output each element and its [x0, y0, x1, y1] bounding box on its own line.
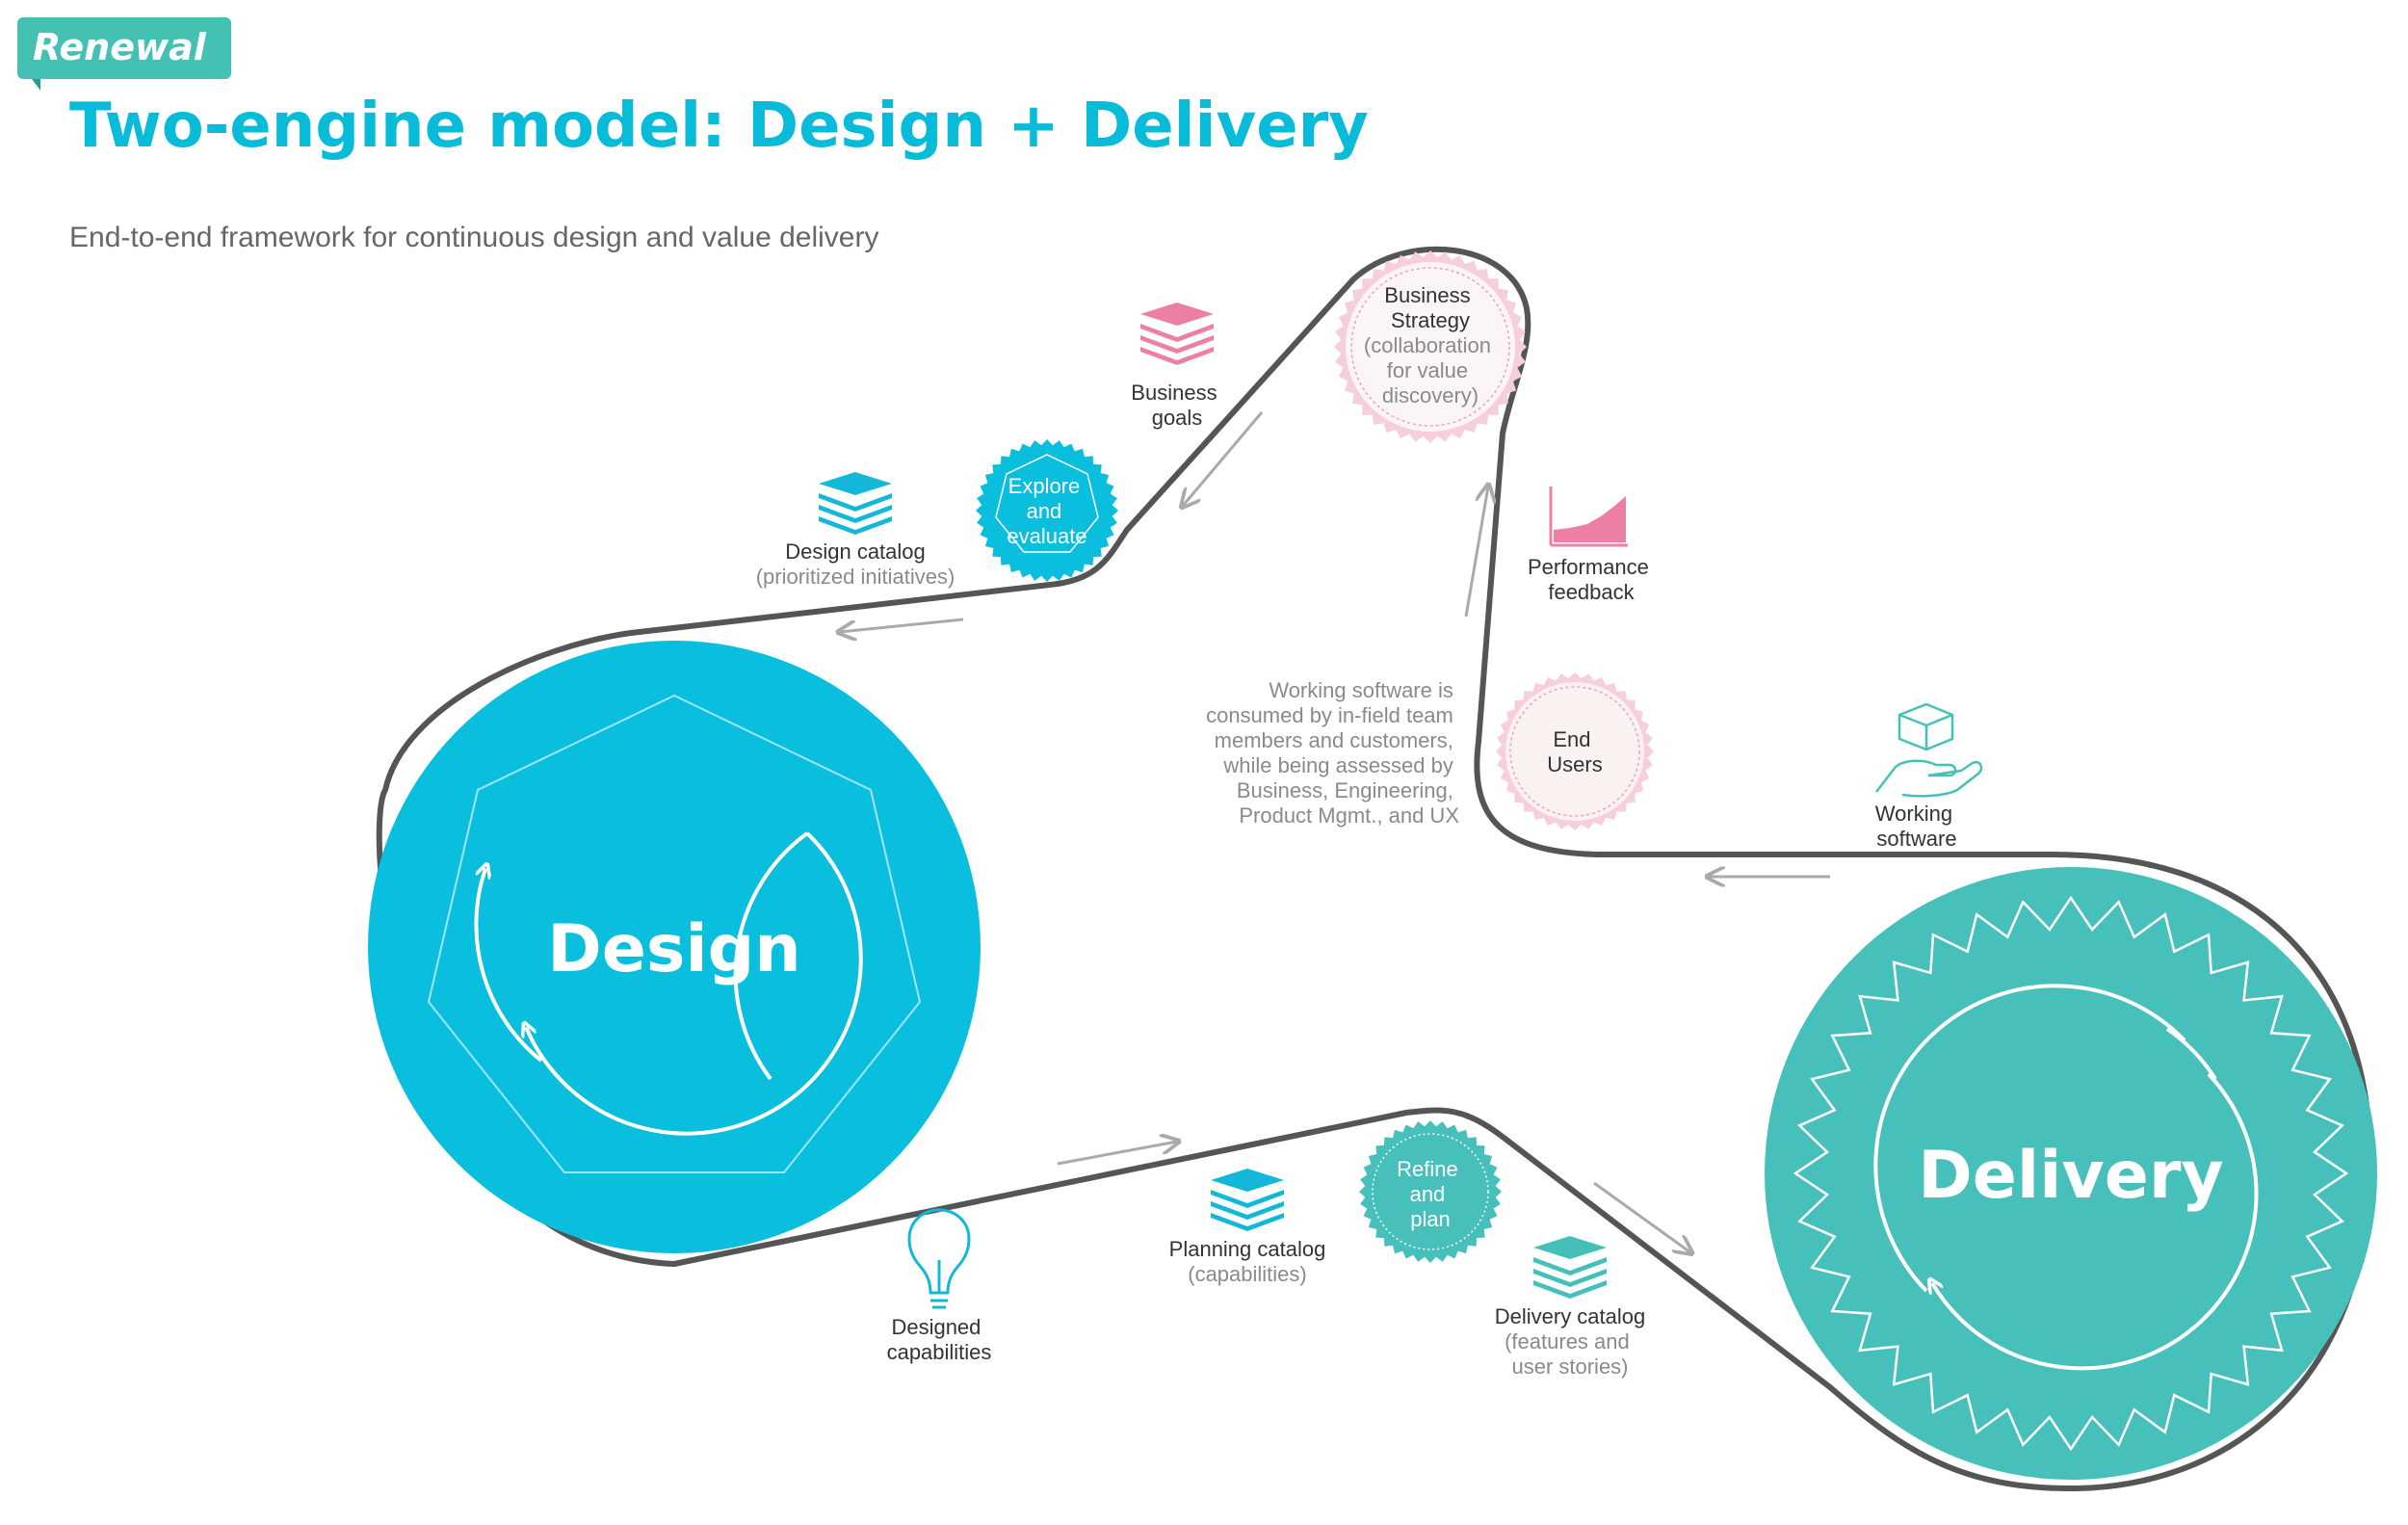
delivery-cycle-arrow-icon	[2165, 1027, 2217, 1081]
refine-plan-label: Refine and plan	[1397, 1157, 1464, 1231]
delivery-catalog-note: (features and user stories)	[1505, 1329, 1636, 1379]
design-cycle-arrow-icon	[474, 869, 543, 1063]
performance-feedback-item: Performance feedback	[1528, 486, 1655, 604]
stack-icon	[1211, 1169, 1284, 1231]
lightbulb-icon	[907, 1208, 971, 1309]
working-software-note: Working software is consumed by in-field…	[1206, 678, 1459, 828]
page-subtitle: End-to-end framework for continuous desi…	[69, 222, 878, 253]
working-software-label: Working software	[1875, 802, 1958, 851]
planning-catalog-item: Planning catalog (capabilities)	[1169, 1169, 1326, 1286]
flow-arrows	[840, 411, 1830, 1252]
delivery-engine-disc	[1765, 867, 2377, 1480]
design-engine-disc	[368, 641, 981, 1253]
design-cycle-arrow-icon	[526, 831, 863, 1136]
delivery-cycle-arrow-icon	[1932, 1072, 2259, 1371]
explore-evaluate-label: Explore and evaluate	[1007, 474, 1086, 548]
delivery-catalog-label: Delivery catalog	[1495, 1304, 1646, 1328]
belt-path	[376, 246, 2373, 1491]
design-catalog-item: Design catalog (prioritized initiatives)	[756, 472, 955, 589]
flow-arrow-feedback	[1464, 486, 1488, 618]
page-title: Two-engine model: Design + Delivery	[69, 91, 1369, 162]
business-strategy-node: Business Strategy (collaboration for val…	[1334, 250, 1527, 443]
explore-evaluate-node: Explore and evaluate	[976, 439, 1118, 582]
flow-arrow-delivery	[1593, 1181, 1690, 1252]
header: Renewal Two-engine model: Design + Deliv…	[17, 17, 1369, 253]
end-users-label: End Users	[1547, 727, 1602, 776]
delivery-catalog-item: Delivery catalog (features and user stor…	[1495, 1236, 1646, 1379]
planning-catalog-label: Planning catalog	[1169, 1237, 1326, 1261]
performance-feedback-label: Performance feedback	[1528, 555, 1655, 604]
planning-catalog-note: (capabilities)	[1188, 1262, 1307, 1286]
business-goals-label: Business goals	[1131, 381, 1222, 430]
business-strategy-label: Business Strategy	[1384, 283, 1476, 332]
working-software-item: Working software	[1875, 702, 1983, 851]
designed-capabilities-item: Designed capabilities	[887, 1208, 992, 1364]
design-catalog-note: (prioritized initiatives)	[756, 565, 955, 589]
box-in-hand-icon	[1875, 702, 1983, 798]
design-engine: Design	[368, 641, 981, 1253]
delivery-cycle-arrow-icon	[1873, 984, 2186, 1293]
stack-icon	[1140, 302, 1214, 365]
design-engine-label: Design	[547, 911, 800, 987]
design-cycle-arrow-icon	[733, 831, 809, 1081]
flow-arrow-goals	[1183, 411, 1264, 506]
flow-arrow-capabilities	[1057, 1142, 1177, 1166]
business-goals-item: Business goals	[1131, 302, 1222, 430]
delivery-gear	[1793, 895, 2349, 1452]
delivery-engine-label: Delivery	[1918, 1138, 2224, 1214]
delivery-engine: Delivery	[1765, 867, 2377, 1480]
area-chart-icon	[1549, 486, 1628, 547]
renewal-badge-label: Renewal	[33, 26, 207, 68]
design-heptagon	[427, 694, 922, 1173]
stack-icon	[1533, 1236, 1607, 1299]
end-users-node: End Users	[1496, 672, 1654, 830]
stack-icon	[819, 472, 892, 535]
refine-plan-seal	[1359, 1120, 1502, 1263]
flow-arrow-catalog	[840, 618, 964, 632]
renewal-badge: Renewal	[17, 17, 231, 91]
business-strategy-note: (collaboration for value discovery)	[1364, 333, 1497, 408]
explore-evaluate-seal	[976, 439, 1118, 582]
designed-capabilities-label: Designed capabilities	[887, 1315, 992, 1364]
design-catalog-label: Design catalog	[785, 539, 926, 564]
refine-plan-node: Refine and plan	[1359, 1120, 1502, 1263]
explore-evaluate-heptagon	[995, 454, 1099, 553]
